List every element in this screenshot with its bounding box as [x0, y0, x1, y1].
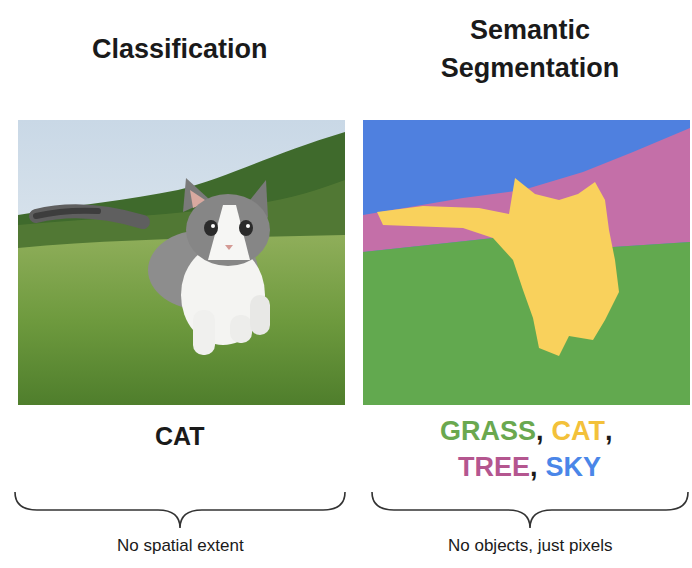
- caption-note: No spatial extent: [117, 536, 244, 556]
- separator: ,: [530, 452, 538, 483]
- class-label: CAT: [155, 422, 205, 451]
- separator: ,: [605, 416, 613, 447]
- class-name: TREE: [458, 452, 530, 483]
- segmentation-map: [363, 120, 690, 405]
- panel-heading: Semantic Segmentation: [410, 12, 650, 88]
- cat-photo: [18, 120, 345, 405]
- caption-note: No objects, just pixels: [448, 536, 612, 556]
- panel-heading: Classification: [92, 34, 268, 65]
- class-name: CAT: [552, 416, 606, 447]
- brace: [372, 492, 688, 528]
- class-name: GRASS: [440, 416, 536, 447]
- class-list-row: GRASS,CAT,: [440, 416, 621, 447]
- brace: [15, 492, 345, 528]
- class-name: SKY: [546, 452, 602, 483]
- class-list-row: TREE, SKY: [458, 452, 601, 483]
- separator: ,: [536, 416, 544, 447]
